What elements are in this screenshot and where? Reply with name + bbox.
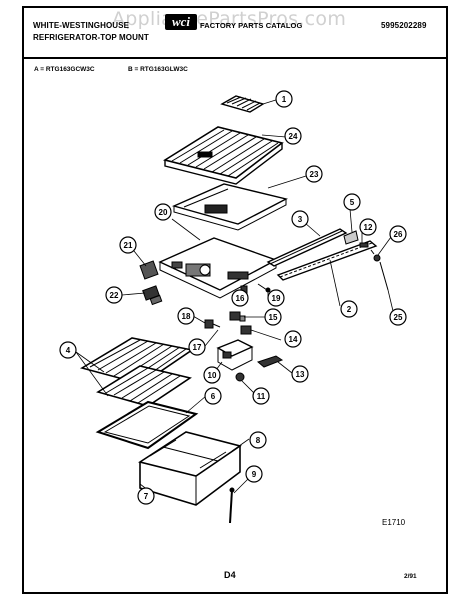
callout-19: 19 xyxy=(272,294,281,303)
part-15-clip xyxy=(229,311,246,322)
part-14-holder xyxy=(240,325,252,335)
part-11-bulb xyxy=(235,372,245,382)
callout-1: 1 xyxy=(282,95,287,104)
model-a: A = RTG163GCW3C xyxy=(34,66,95,73)
part-8-crisper xyxy=(138,431,242,506)
callout-12: 12 xyxy=(364,223,373,232)
part-22-switch xyxy=(142,285,163,306)
part-grille-small xyxy=(220,95,265,113)
header-divider xyxy=(22,57,448,59)
part-12-bracket xyxy=(359,242,369,248)
callout-5: 5 xyxy=(350,198,355,207)
model-b: B = RTG163GLW3C xyxy=(128,66,188,73)
callout-22: 22 xyxy=(110,291,119,300)
catalog-date: 2/91 xyxy=(404,573,417,580)
catalog-part-number: 5995202289 xyxy=(381,21,427,30)
callout-6: 6 xyxy=(211,392,216,401)
callout-8: 8 xyxy=(256,436,261,445)
part-5-rail xyxy=(343,230,359,245)
callout-10: 10 xyxy=(208,371,217,380)
callout-7: 7 xyxy=(144,492,149,501)
callout-15: 15 xyxy=(269,313,278,322)
frame-bottom xyxy=(22,592,448,594)
frame-top xyxy=(22,6,448,8)
callout-13: 13 xyxy=(296,370,305,379)
callout-16: 16 xyxy=(236,294,245,303)
part-9-pin xyxy=(229,487,235,524)
callout-2: 2 xyxy=(347,305,352,314)
callout-24: 24 xyxy=(289,132,298,141)
part-18-knob xyxy=(204,319,221,329)
wci-logo: wci xyxy=(165,14,197,30)
callout-26: 26 xyxy=(394,230,403,239)
callout-14: 14 xyxy=(289,335,298,344)
part-4-shelf-lower xyxy=(96,365,192,407)
part-10-housing xyxy=(216,339,254,371)
part-2-rail xyxy=(276,240,378,281)
callout-labels: 1 24 23 20 21 22 3 5 12 26 2 25 19 16 15… xyxy=(66,95,403,501)
part-13-sensor xyxy=(256,355,284,368)
page-number: D4 xyxy=(224,570,236,580)
brand-line: WHITE-WESTINGHOUSE xyxy=(33,21,130,30)
frame-left xyxy=(22,6,24,594)
callout-18: 18 xyxy=(182,312,191,321)
callout-9: 9 xyxy=(252,470,257,479)
part-20-panel xyxy=(158,237,278,299)
callout-3: 3 xyxy=(298,215,303,224)
part-24-cover xyxy=(162,126,284,185)
part-25-screw xyxy=(379,261,389,291)
callout-20: 20 xyxy=(159,208,168,217)
callout-17: 17 xyxy=(193,343,202,352)
part-26-screw xyxy=(370,249,381,262)
callout-25: 25 xyxy=(394,313,403,322)
product-line: REFRIGERATOR-TOP MOUNT xyxy=(33,33,149,42)
figure-code: E1710 xyxy=(382,518,406,527)
part-19-wire xyxy=(257,283,271,293)
frame-right xyxy=(446,6,448,594)
callout-4: 4 xyxy=(66,346,71,355)
part-21-switch xyxy=(139,260,159,280)
callout-23: 23 xyxy=(310,170,319,179)
part-23-tray xyxy=(171,183,288,231)
part-6-glass-shelf xyxy=(95,400,199,450)
callout-21: 21 xyxy=(124,241,133,250)
callout-11: 11 xyxy=(257,392,266,401)
callouts xyxy=(59,90,407,505)
part-3-rail xyxy=(266,228,348,267)
catalog-title: FACTORY PARTS CATALOG xyxy=(200,21,303,30)
